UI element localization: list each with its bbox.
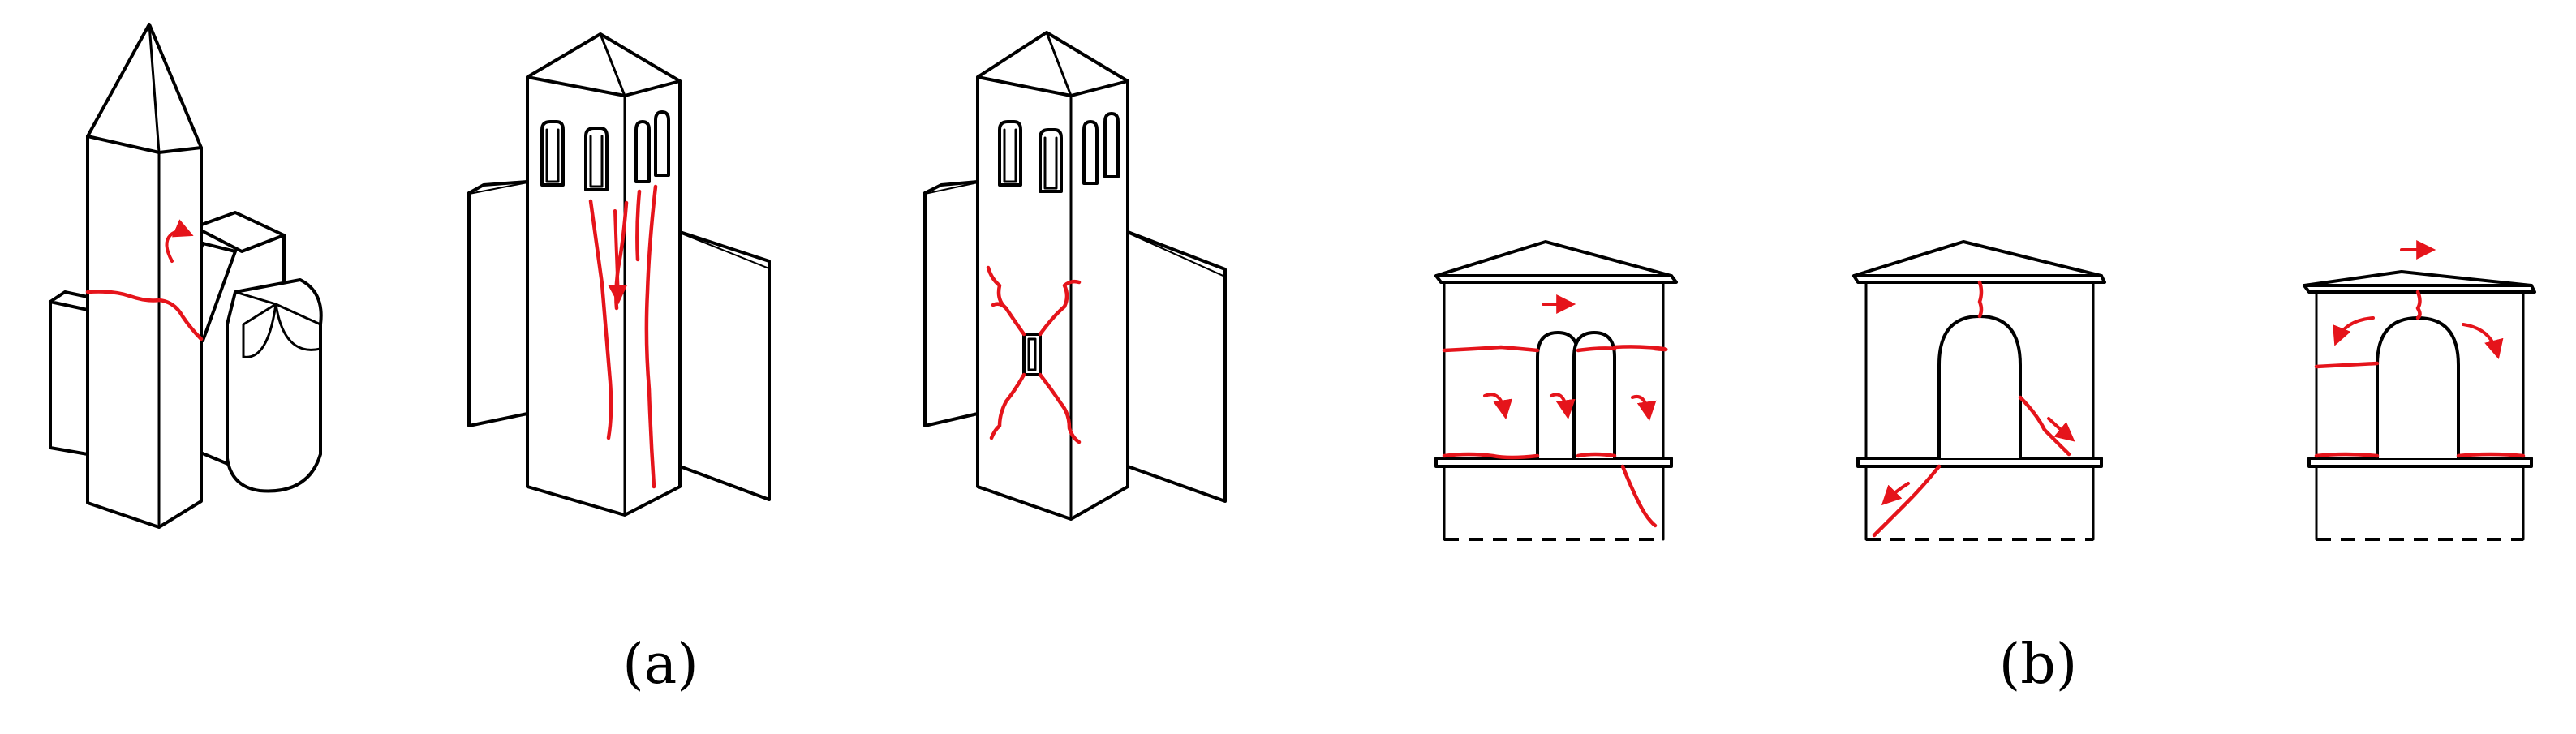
sliding-arrow xyxy=(608,209,628,305)
crack-line xyxy=(85,290,204,341)
crack-line xyxy=(1038,279,1082,337)
crack-line xyxy=(991,302,1008,311)
tower-sketch-1 xyxy=(49,23,323,529)
crack-line xyxy=(1872,464,1942,538)
rotation-arrow xyxy=(1483,393,1513,420)
crack-line xyxy=(635,189,642,262)
panel-a xyxy=(49,23,1227,529)
crack-line xyxy=(1977,280,1984,319)
crack-line xyxy=(2456,452,2526,458)
crack-line xyxy=(2018,395,2071,457)
crack-line xyxy=(2415,290,2422,320)
rotation-arrow xyxy=(1631,395,1657,422)
rotation-arrow xyxy=(165,219,194,263)
belfry-sketch-3 xyxy=(2303,240,2536,541)
crack-line xyxy=(1442,345,1540,353)
crack-line xyxy=(986,265,1026,337)
rotation-arrow xyxy=(1550,393,1576,420)
crack-line xyxy=(2314,452,2380,458)
crack-line xyxy=(644,184,658,489)
tower-sketch-2 xyxy=(467,32,771,517)
crack-line xyxy=(1576,346,1617,353)
crack-line xyxy=(1612,345,1666,351)
crack-line xyxy=(1442,452,1540,460)
sliding-arrow xyxy=(2047,417,2075,442)
belfry-sketch-2 xyxy=(1852,240,2106,541)
panel-b-caption: (b) xyxy=(1998,633,2078,697)
rotation-arrow xyxy=(2333,316,2375,346)
crack-line xyxy=(1620,464,1658,528)
crack-line xyxy=(1576,452,1617,458)
rotation-arrow xyxy=(2462,323,2504,359)
belfry-sketch-1 xyxy=(1434,240,1678,541)
crack-line xyxy=(989,372,1026,440)
crack-line xyxy=(588,199,613,440)
tower-sketch-3 xyxy=(923,31,1227,521)
crack-line xyxy=(2314,361,2380,369)
crack-line xyxy=(1038,372,1082,444)
sliding-arrow xyxy=(1881,482,1910,506)
panel-a-caption: (a) xyxy=(622,633,699,697)
panel-b xyxy=(1434,240,2536,541)
